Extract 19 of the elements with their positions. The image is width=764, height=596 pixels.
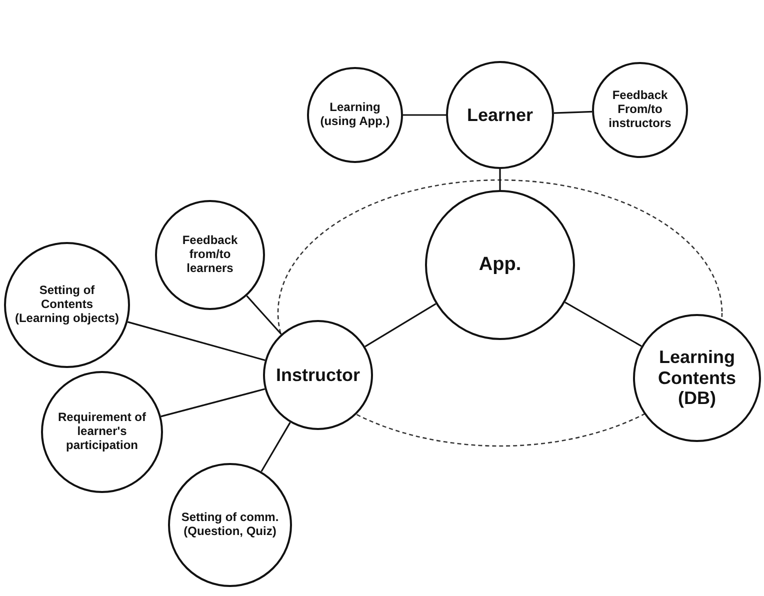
connector-line	[246, 295, 282, 335]
node-label: Requirement of learner's participation	[56, 411, 147, 453]
node-label: Learning (using App.)	[319, 101, 391, 129]
connector-line	[127, 321, 266, 361]
connector-line	[364, 303, 436, 348]
connector-line	[403, 114, 446, 116]
node-label: Setting of comm. (Question, Quiz)	[180, 511, 280, 539]
connector-line	[260, 422, 291, 472]
node-label: App.	[478, 254, 522, 276]
node-label: Feedback from/to learners	[181, 234, 239, 276]
connector-line	[160, 388, 266, 418]
connector-line	[564, 302, 642, 347]
connector-line	[499, 169, 501, 190]
node-label: Feedback From/to instructors	[608, 89, 672, 131]
node-label: Learner	[466, 104, 534, 126]
connector-line	[554, 110, 592, 114]
node-label: Learning Contents (DB)	[657, 346, 737, 410]
node-label: Setting of Contents (Learning objects)	[14, 284, 120, 326]
node-label: Instructor	[276, 364, 360, 386]
